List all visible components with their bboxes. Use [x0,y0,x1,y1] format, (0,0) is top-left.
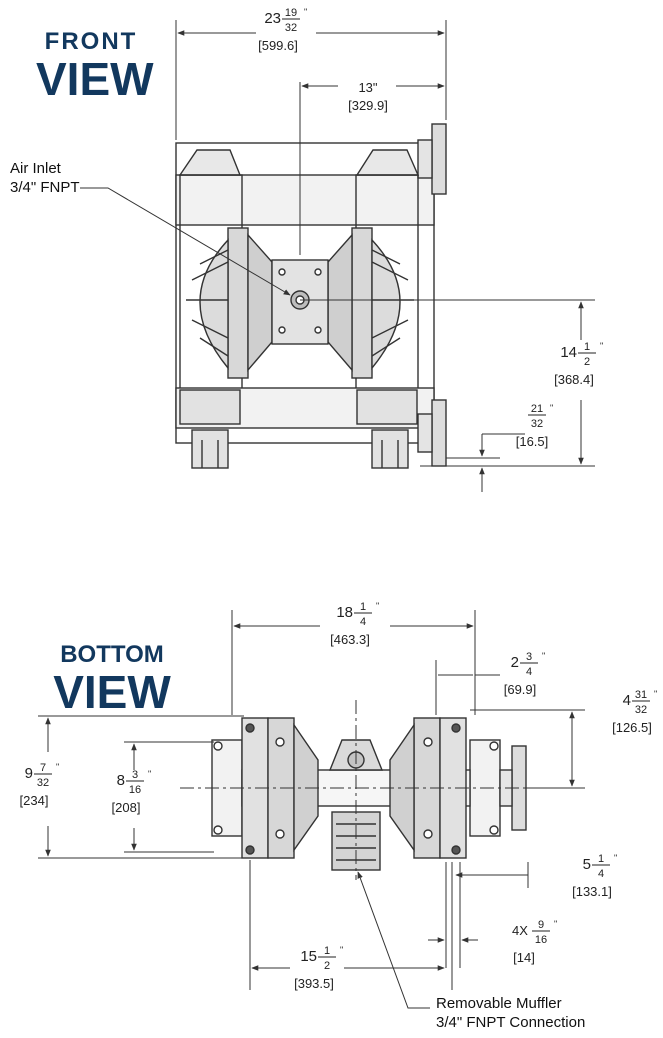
bottom_view-dimensions-outer_depth-inch-mark: " [56,762,59,772]
bottom_view-dimensions-side_offset-inch-mark: " [614,853,617,863]
front_view-dimensions-center_width-text: 13" [358,80,377,95]
bottom_view-dimensions-bolt_span-denominator: 2 [324,960,330,972]
bottom_view-dimensions-overall_width-denominator: 4 [360,616,366,628]
air-inlet-label: Air Inlet [10,160,61,177]
bottom_view-dimensions-right_depth-whole: 4 [623,692,631,709]
bottom_view-dimensions-offset_right-denominator: 4 [526,666,532,678]
bottom_view-dimensions-right_depth-denominator: 32 [635,704,647,716]
bottom_view-dimensions-inner_depth-denominator: 16 [129,784,141,796]
bottom-view-pump [211,717,527,871]
muffler-connection: 3/4" FNPT Connection [436,1013,586,1031]
right-top-valve [355,149,420,176]
front_view-dimensions-foot-numerator: 21 [531,403,543,415]
bottom_view-dimensions-bolt_span-metric: [393.5] [294,976,334,991]
bottom_view-dimensions-offset_right-numerator: 3 [526,651,532,663]
bottom_view-dimensions-outer_depth-whole: 9 [25,765,33,782]
right-bottom-valve [356,389,418,425]
front_view-dimensions-foot-inch-mark: " [550,403,553,413]
bottom_view-dimensions-inner_depth-whole: 8 [117,772,125,789]
front_view-dimensions-overall_width-numerator: 19 [285,7,297,19]
left-chamber [227,227,249,379]
left-top-valve [178,149,242,176]
front-view-title-line2: VIEW [36,53,154,105]
bottom_view-dimensions-inner_depth-metric: [208] [112,800,141,815]
bottom_view-dimensions-inner_depth-inch-mark: " [148,769,151,779]
bottom-flange-neck [417,413,433,453]
bottom_view-dimensions-right_depth-metric: [126.5] [612,720,652,735]
front-view-dimensions [80,20,595,492]
front_view-dimensions-overall_width-denominator: 32 [285,22,297,34]
bottom_view-dimensions-inner_depth-numerator: 3 [132,769,138,781]
front_view-dimensions-height-inch-mark: " [600,341,603,351]
front_view-dimensions-overall_width-inch-mark: " [304,7,307,17]
bottom_view-dimensions-side_offset-numerator: 1 [598,853,604,865]
bottom-view-title: BOTTOM VIEW [50,641,174,718]
air-inlet-callout: Air Inlet 3/4" FNPT [10,160,80,198]
muffler-leader [357,871,430,1009]
bottom_view-dimensions-right_depth-numerator: 31 [635,689,647,701]
bottom_view-dimensions-offset_right-metric: [69.9] [504,682,537,697]
right-diaphragm-bowl [371,238,401,370]
bottom_view-dimensions-offset_right-inch-mark: " [542,651,545,661]
corner-bolt-hole [245,723,255,733]
bottom_view-dimensions-side_offset-denominator: 4 [598,868,604,880]
bottom-view-dimensions [38,610,585,1009]
bottom_view-dimensions-bolt_holes-numerator: 9 [538,919,544,931]
bottom-view-title-line2: VIEW [53,666,171,718]
bottom_view-dimensions-side_offset-whole: 5 [583,856,591,873]
left-ribs [186,249,229,357]
bottom_view-dimensions-bolt_holes-denominator: 16 [535,934,547,946]
bottom-view-title-line1: BOTTOM [60,641,164,668]
right-center-cone [327,233,353,372]
muffler-label: Removable Muffler [436,995,562,1012]
front_view-dimensions-foot-denominator: 32 [531,418,543,430]
top-flange [431,123,447,195]
bottom_view-dimensions-outer_depth-metric: [234] [20,793,49,808]
bottom_view-dimensions-offset_right-whole: 2 [511,654,519,671]
bottom_view-dimensions-bolt_holes-metric: [14] [513,950,535,965]
bottom_view-dimensions-bolt_holes-prefix: 4X [512,923,528,938]
left-foot [191,429,229,469]
top-manifold [175,174,435,226]
right-foot [371,429,409,469]
front_view-dimensions-overall_width-metric: [599.6] [258,38,298,53]
bottom_view-dimensions-bolt_span-inch-mark: " [340,945,343,955]
top-flange-neck [417,139,433,179]
bottom_view-dimensions-overall_width-inch-mark: " [376,601,379,611]
bottom_view-dimensions-bolt_span-numerator: 1 [324,945,330,957]
bottom_view-dimensions-outer_depth-denominator: 32 [37,777,49,789]
front_view-dimensions-foot-metric: [16.5] [516,434,549,449]
air-inlet-size: 3/4" FNPT [10,178,80,196]
left-diaphragm-bowl [199,238,229,370]
front-view-title-line1: FRONT [44,28,138,55]
front-frame [175,142,435,444]
bottom_view-dimensions-overall_width-metric: [463.3] [330,632,370,647]
front-view-pump [175,123,447,469]
air-inlet-leader [80,187,291,296]
front_view-dimensions-height-whole: 14 [560,344,577,361]
bottom_view-dimensions-bolt_holes-inch-mark: " [554,919,557,929]
left-center-cone [247,233,273,372]
right-chamber [351,227,373,379]
left-bottom-valve [179,389,241,425]
bottom-flange [431,399,447,467]
front_view-dimensions-height-metric: [368.4] [554,372,594,387]
bottom_view-dimensions-right_depth-inch-mark: " [654,689,657,699]
bottom_view-dimensions-bolt_span-whole: 15 [300,948,317,965]
front_view-dimensions-overall_width-whole: 23 [264,10,281,27]
bottom_view-dimensions-overall_width-numerator: 1 [360,601,366,613]
front-view-title: FRONT VIEW [36,28,154,105]
bottom_view-dimensions-overall_width-whole: 18 [336,604,353,621]
muffler-callout: Removable Muffler 3/4" FNPT Connection [436,995,585,1033]
bottom_view-dimensions-outer_depth-numerator: 7 [40,762,46,774]
front_view-dimensions-height-numerator: 1 [584,341,590,353]
front_view-dimensions-center_width-metric: [329.9] [348,98,388,113]
front_view-dimensions-height-denominator: 2 [584,356,590,368]
bottom_view-dimensions-side_offset-metric: [133.1] [572,884,612,899]
